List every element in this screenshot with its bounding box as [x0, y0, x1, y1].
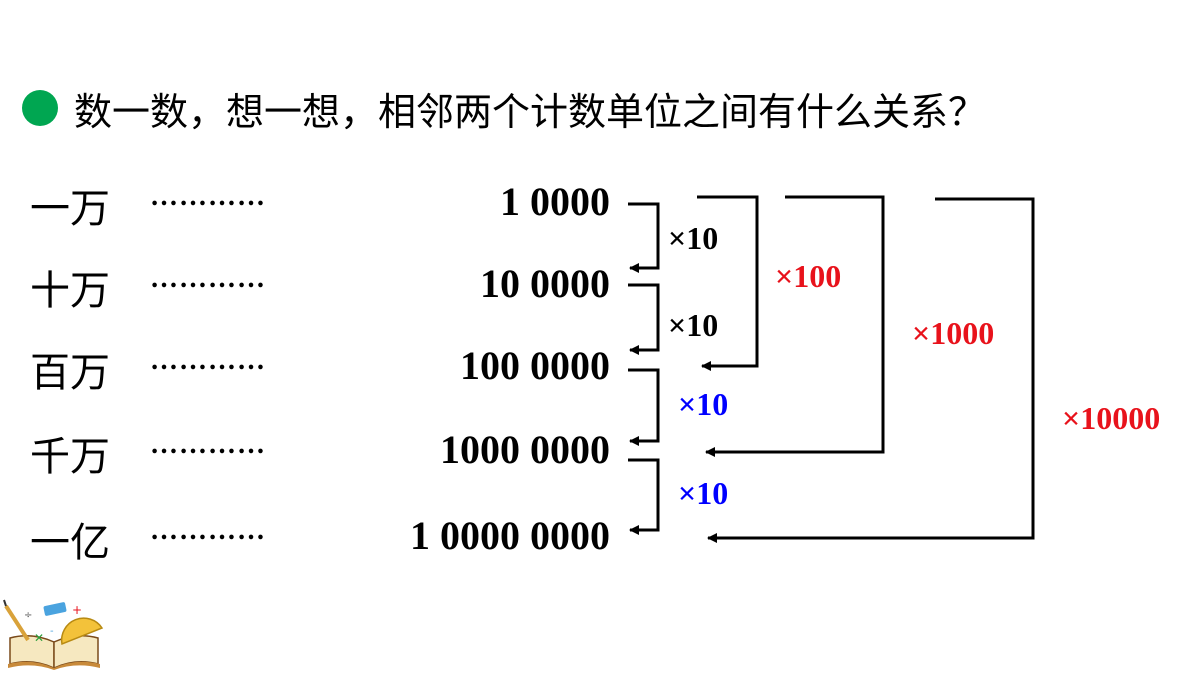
bracket-arrow-1: [628, 202, 660, 273]
bracket-arrow-1000: [705, 195, 885, 457]
dots-leader: …………: [150, 515, 266, 546]
multiplier-label: ×10: [678, 386, 729, 422]
multiplier-label: ×10: [678, 475, 729, 511]
dots-leader: …………: [150, 345, 266, 376]
svg-text:÷: ÷: [24, 610, 32, 621]
multiplier-label-1000: ×1000: [912, 315, 995, 351]
bracket-arrow-10000: [707, 197, 1035, 543]
dots-leader: …………: [150, 263, 266, 294]
bracket-arrow-2: [628, 283, 660, 355]
unit-label-shiwan: 十万: [30, 268, 110, 314]
math-book-icon: + ✕ ÷ -: [3, 599, 104, 670]
number-qianwan: 1000 0000: [440, 427, 610, 472]
multiplier-label: ×10: [668, 307, 719, 343]
page-title: 数一数，想一想，相邻两个计数单位之间有什么关系？: [74, 89, 987, 134]
unit-label-wan: 一万: [30, 186, 110, 232]
multiplier-label: ×10: [668, 220, 719, 256]
bracket-arrow-3: [628, 368, 660, 446]
number-wan: 1 0000: [500, 179, 610, 224]
unit-label-yi: 一亿: [30, 520, 110, 566]
dots-leader: …………: [150, 429, 266, 460]
svg-text:✕: ✕: [34, 631, 44, 645]
unit-label-qianwan: 千万: [30, 434, 110, 480]
number-baiwan: 100 0000: [460, 343, 610, 388]
dots-leader: …………: [150, 181, 266, 212]
number-yi: 1 0000 0000: [410, 513, 610, 558]
bracket-arrow-4: [628, 458, 660, 535]
svg-text:+: +: [72, 603, 82, 617]
svg-text:-: -: [50, 626, 54, 637]
multiplier-label-10000: ×10000: [1062, 400, 1161, 436]
bracket-arrow-100: [697, 195, 759, 371]
title-row: 数一数，想一想，相邻两个计数单位之间有什么关系？: [22, 80, 986, 136]
unit-label-baiwan: 百万: [30, 350, 110, 396]
number-shiwan: 10 0000: [480, 261, 610, 306]
bullet-icon: [22, 90, 58, 126]
multiplier-label-100: ×100: [775, 258, 842, 294]
